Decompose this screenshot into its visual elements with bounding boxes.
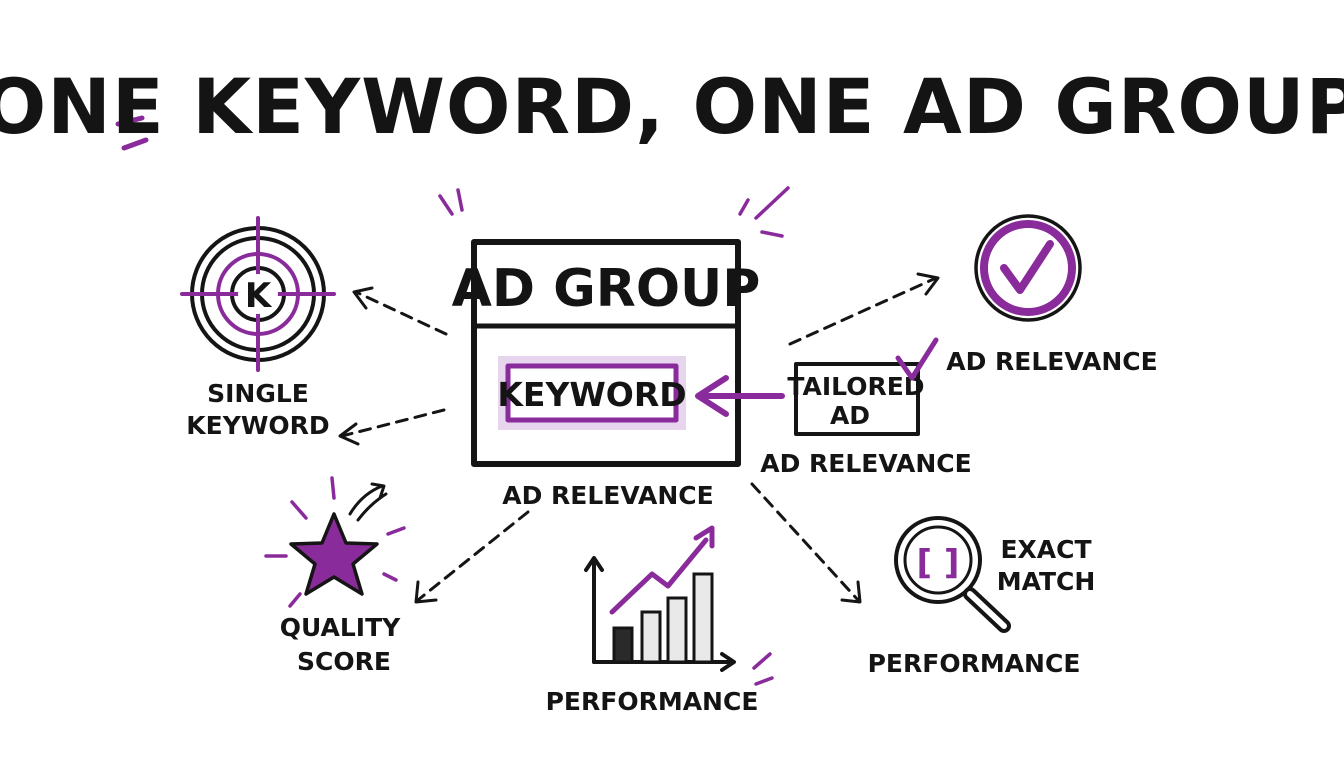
star-burst-line xyxy=(288,592,302,608)
chart-burst-line xyxy=(752,652,772,670)
target-letter: K xyxy=(245,276,273,316)
connector-exact-match xyxy=(750,482,860,602)
star-shape xyxy=(289,512,379,596)
performance-chart-node: PERFORMANCE xyxy=(546,525,774,716)
star-burst-line xyxy=(330,476,336,500)
chart-bar xyxy=(692,572,714,664)
tailored-arrow-head xyxy=(695,375,729,417)
single-keyword-node: K SINGLE KEYWORD xyxy=(180,216,336,440)
chart-trend-line xyxy=(609,537,709,615)
magnifier-inner-ring xyxy=(903,525,973,595)
arrowhead xyxy=(338,422,360,446)
title-accent-mark xyxy=(115,115,145,127)
connector-ad-relevance xyxy=(788,276,938,346)
keyword-box xyxy=(505,363,679,423)
check-outer-ring xyxy=(974,214,1082,322)
magnifier-outer-ring xyxy=(894,516,982,604)
ad-group-frame xyxy=(471,239,741,467)
ad-group-title: AD GROUP xyxy=(452,259,761,319)
chart-bar xyxy=(612,626,634,664)
exact-match-caption: PERFORMANCE xyxy=(868,649,1081,678)
quality-score-line2: SCORE xyxy=(297,647,391,676)
exact-match-node: [ ] EXACT MATCH PERFORMANCE xyxy=(868,516,1096,678)
connector-keyword-left xyxy=(340,408,446,438)
tailored-ad-node: TAILORED AD AD RELEVANCE xyxy=(695,337,972,478)
chart-bar xyxy=(640,610,662,664)
exact-match-glyph: [ ] xyxy=(917,543,960,583)
magnifier-icon: [ ] xyxy=(894,516,1011,633)
connector-quality-score xyxy=(416,510,530,602)
page-title-group: ONE KEYWORD, ONE AD GROUP xyxy=(0,62,1344,151)
exact-match-line2: MATCH xyxy=(997,567,1096,596)
single-keyword-line2: KEYWORD xyxy=(186,411,329,440)
chart-burst-line xyxy=(754,676,774,686)
keyword-glow xyxy=(498,356,686,430)
accent-burst-line xyxy=(456,188,464,212)
star-burst-line xyxy=(386,526,406,536)
accent-burst-line xyxy=(754,186,790,220)
chart-bar xyxy=(666,596,688,664)
star-motion-arrowhead xyxy=(370,482,386,500)
exact-match-line1: EXACT xyxy=(1000,535,1091,564)
magnifier-handle-inner xyxy=(967,591,1007,629)
chart-trend-arrowhead xyxy=(693,525,715,549)
tailored-ad-line2: AD xyxy=(830,401,870,430)
arrowhead xyxy=(840,580,862,604)
ad-group-caption: AD RELEVANCE xyxy=(502,481,714,510)
chart-x-arrowhead xyxy=(720,652,736,672)
quality-score-node: QUALITY SCORE xyxy=(264,476,406,676)
star-motion-arrow xyxy=(356,492,388,522)
accent-burst-line xyxy=(438,194,454,216)
tailored-ad-box xyxy=(794,362,920,436)
arrowhead xyxy=(352,286,374,310)
ad-relevance-node: AD RELEVANCE xyxy=(946,214,1158,376)
page-title: ONE KEYWORD, ONE AD GROUP xyxy=(0,62,1344,151)
arrowhead xyxy=(414,580,438,604)
star-burst-line xyxy=(290,500,308,520)
checkmark-circle-icon xyxy=(974,214,1082,322)
star-burst-line xyxy=(382,572,398,582)
bar-chart-icon xyxy=(584,525,774,686)
connector-single-keyword xyxy=(354,290,448,336)
target-k-icon: K xyxy=(180,216,336,372)
tailored-ad-caption: AD RELEVANCE xyxy=(760,449,972,478)
star-icon xyxy=(264,476,406,608)
quality-score-line1: QUALITY xyxy=(280,613,401,642)
star-motion-arrow xyxy=(348,484,384,516)
keyword-label: KEYWORD xyxy=(497,375,686,414)
performance-chart-label: PERFORMANCE xyxy=(546,687,759,716)
tailored-ad-line1: TAILORED xyxy=(787,372,924,401)
accent-burst-line xyxy=(738,198,750,216)
tailored-check-icon xyxy=(895,337,939,381)
target-center xyxy=(238,274,278,314)
single-keyword-line1: SINGLE xyxy=(207,379,309,408)
arrowhead xyxy=(916,272,940,296)
check-accent-ring xyxy=(980,220,1076,316)
chart-y-arrowhead xyxy=(584,556,604,572)
connectors xyxy=(338,272,940,604)
accent-burst-line xyxy=(760,230,784,238)
check-mark xyxy=(1000,240,1054,294)
ad-relevance-label: AD RELEVANCE xyxy=(946,347,1158,376)
ad-group-box: AD GROUP KEYWORD AD RELEVANCE xyxy=(438,186,790,510)
title-accent-mark xyxy=(121,137,149,151)
